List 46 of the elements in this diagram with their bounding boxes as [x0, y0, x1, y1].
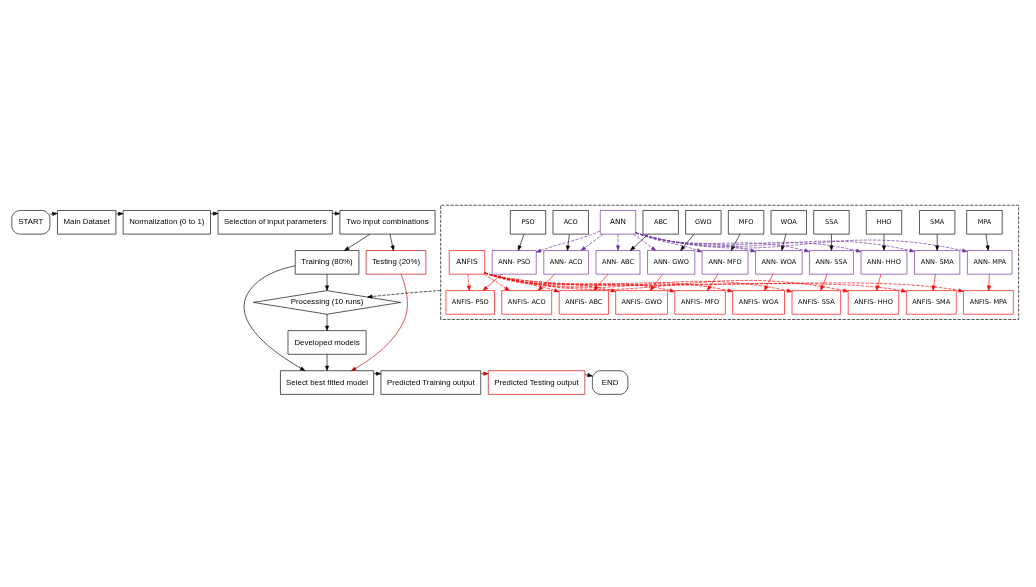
arrow [466, 273, 471, 291]
arrow [325, 313, 329, 331]
arrow [389, 233, 395, 251]
cluster [440, 204, 1019, 320]
arrow [483, 273, 510, 291]
arrow [325, 273, 329, 291]
arrow [829, 233, 834, 251]
arrow [633, 233, 657, 251]
arrow [882, 233, 886, 251]
arrow [517, 233, 525, 251]
arrow [325, 354, 329, 371]
arrow [484, 272, 733, 293]
arrow [985, 233, 990, 251]
arrow [593, 273, 609, 291]
arrow [875, 273, 882, 291]
arrow [537, 273, 556, 291]
arrow [935, 233, 940, 251]
arrow [820, 273, 828, 291]
arrow [616, 233, 620, 251]
arrow [373, 371, 382, 376]
arrow [344, 233, 371, 251]
arrow [243, 265, 306, 371]
arrow [584, 373, 593, 377]
arrow [210, 211, 219, 216]
arrow [630, 233, 649, 251]
arrow [580, 233, 604, 251]
arrow [566, 233, 570, 251]
arrow [707, 273, 719, 291]
arrow [482, 273, 502, 291]
arrow [484, 272, 676, 293]
arrow [484, 272, 616, 293]
arrow [649, 273, 663, 291]
arrow [987, 273, 991, 291]
arrow [115, 211, 124, 216]
arrow [49, 211, 58, 216]
arrow [931, 273, 936, 291]
arrow [484, 272, 560, 293]
arrow [535, 230, 601, 253]
arrow [332, 211, 341, 216]
arrow [635, 232, 703, 253]
arrow [480, 371, 489, 376]
arrow [680, 233, 695, 251]
arrow [484, 272, 793, 293]
arrow [351, 273, 408, 371]
arrow [764, 273, 774, 291]
arrow [367, 290, 441, 299]
